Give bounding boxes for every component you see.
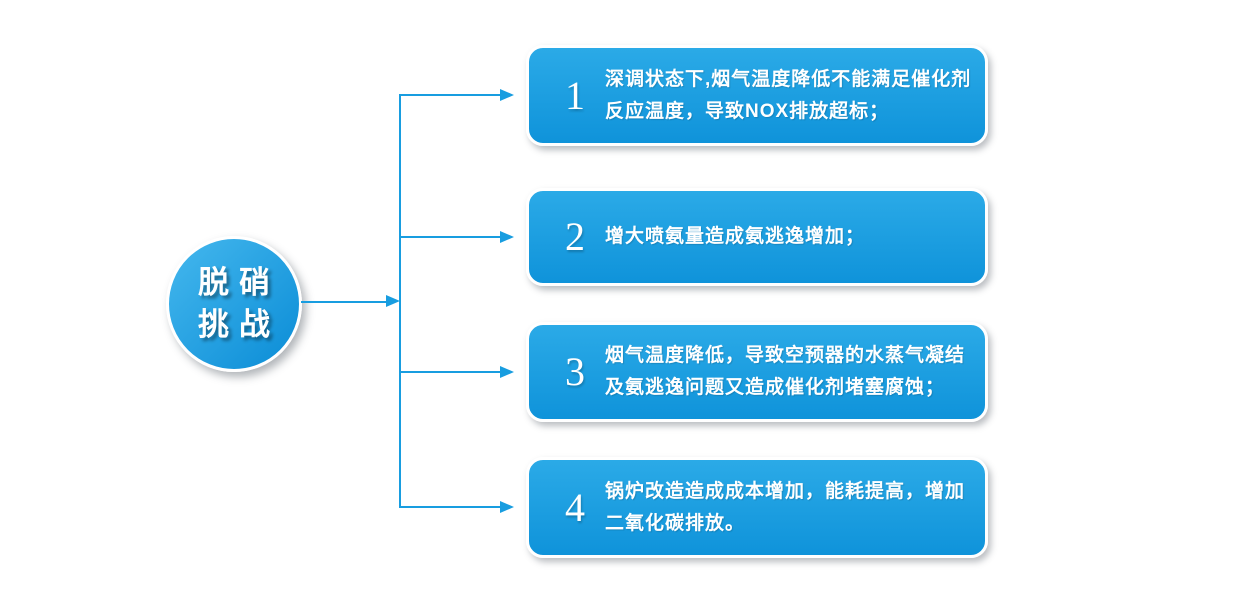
connector-hub-to-trunk <box>301 301 386 303</box>
hub-title-line-1: 脱硝 <box>198 265 280 300</box>
challenge-card-3: 3 烟气温度降低，导致空预器的水蒸气凝结 及氨逃逸问题又造成催化剂堵塞腐蚀； <box>526 322 988 422</box>
challenge-card-2: 2 增大喷氨量造成氨逃逸增加； <box>526 188 988 286</box>
hub-title-line-2: 挑战 <box>198 307 280 342</box>
connector-branch-1 <box>400 94 500 96</box>
challenge-text-line: 反应温度，导致NOX排放超标； <box>605 100 890 122</box>
challenge-card-1: 1 深调状态下,烟气温度降低不能满足催化剂 反应温度，导致NOX排放超标； <box>526 45 988 146</box>
challenge-text-line: 增大喷氨量造成氨逃逸增加； <box>605 226 866 247</box>
challenge-text: 深调状态下,烟气温度降低不能满足催化剂 反应温度，导致NOX排放超标； <box>605 64 971 128</box>
challenge-text: 锅炉改造造成成本增加，能耗提高，增加 二氧化碳排放。 <box>605 476 969 540</box>
challenge-text-line: 烟气温度降低，导致空预器的水蒸气凝结 <box>605 345 966 366</box>
arrow-right-icon <box>500 231 514 243</box>
challenge-text-line: 锅炉改造造成成本增加，能耗提高，增加 <box>605 480 966 502</box>
challenge-text-line: 及氨逃逸问题又造成催化剂堵塞腐蚀； <box>605 377 946 398</box>
challenge-number: 3 <box>565 349 585 394</box>
arrow-right-icon <box>500 366 514 378</box>
connector-branch-2 <box>400 236 500 238</box>
hub-node-denitrification-challenges: 脱硝 挑战 <box>166 236 302 372</box>
challenge-text: 烟气温度降低，导致空预器的水蒸气凝结 及氨逃逸问题又造成催化剂堵塞腐蚀； <box>605 340 969 404</box>
challenge-number: 2 <box>565 214 585 259</box>
challenge-text-line: 二氧化碳排放。 <box>605 512 746 534</box>
challenge-text: 增大喷氨量造成氨逃逸增加； <box>605 221 969 253</box>
arrow-right-icon <box>500 501 514 513</box>
challenge-card-4: 4 锅炉改造造成成本增加，能耗提高，增加 二氧化碳排放。 <box>526 457 988 558</box>
connector-branch-3 <box>400 371 500 373</box>
challenge-number: 1 <box>565 72 585 118</box>
arrow-right-icon <box>500 89 514 101</box>
connector-trunk <box>399 94 401 508</box>
arrow-right-icon <box>386 295 400 307</box>
connector-branch-4 <box>400 506 500 508</box>
challenge-text-line: 深调状态下,烟气温度降低不能满足催化剂 <box>605 68 972 90</box>
challenge-number: 4 <box>565 484 585 530</box>
